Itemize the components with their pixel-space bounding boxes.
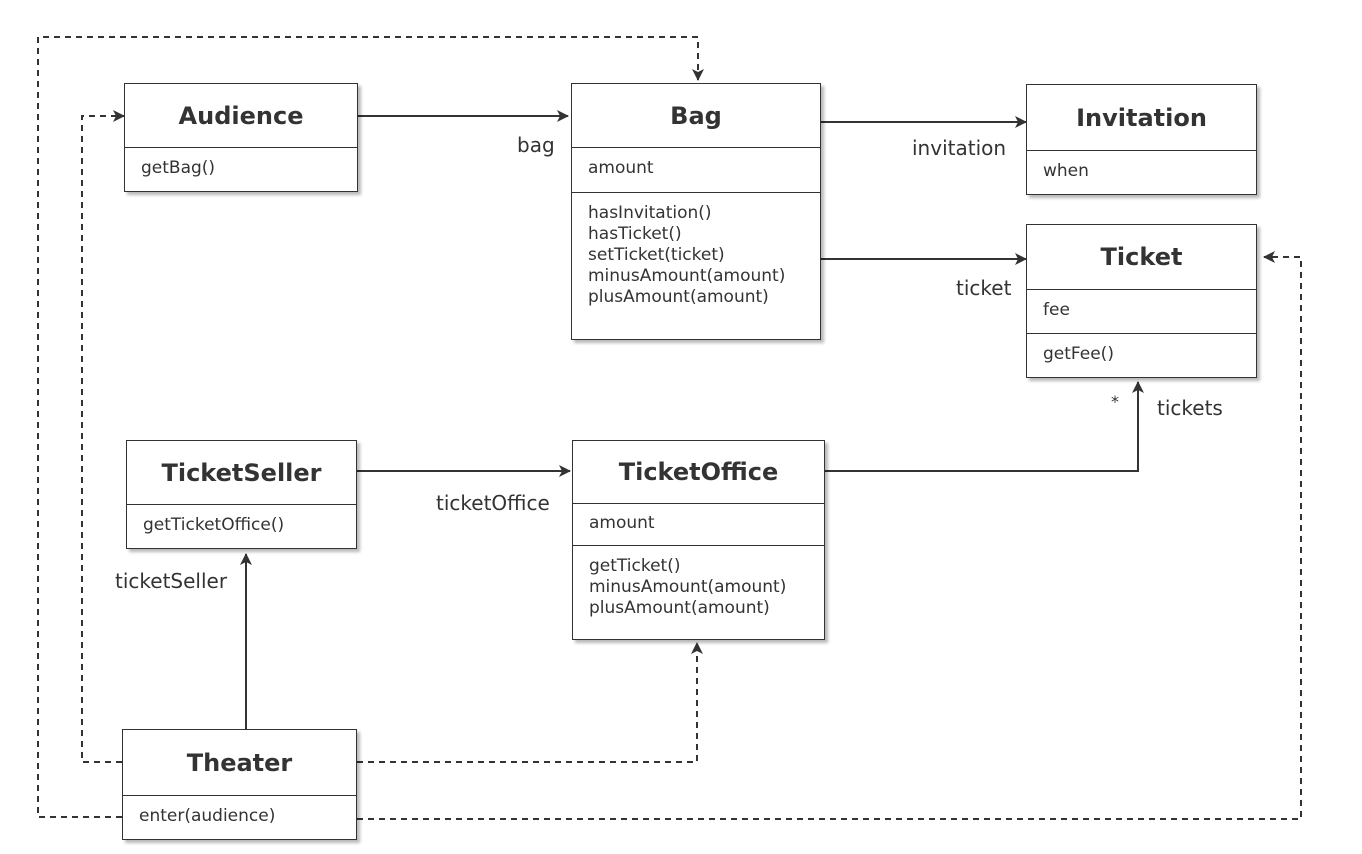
class-ticketseller-name: TicketSeller [127, 441, 356, 505]
class-audience: Audience getBag() [124, 83, 358, 192]
attribute-fee: fee [1043, 300, 1070, 320]
method-minusamount: minusAmount(amount) [589, 577, 787, 597]
class-bag-name: Bag [572, 84, 820, 148]
class-ticketseller: TicketSeller getTicketOffice() [126, 440, 357, 549]
class-ticketoffice-name: TicketOffice [573, 441, 824, 504]
dep-theater-bag [37, 36, 704, 818]
class-ticket-methods: getFee() [1027, 334, 1256, 377]
class-ticketoffice-methods: getTicket() minusAmount(amount) plusAmou… [573, 546, 824, 625]
class-ticket-attributes: fee [1027, 290, 1256, 334]
class-ticketseller-methods: getTicketOffice() [127, 505, 356, 550]
class-invitation: Invitation when [1026, 84, 1257, 195]
class-bag: Bag amount hasInvitation() hasTicket() s… [571, 83, 821, 340]
dep-theater-audience [81, 110, 125, 763]
attribute-when: when [1043, 161, 1089, 181]
dep-theater-ticket [357, 251, 1302, 820]
role-label-invitation: invitation [912, 136, 1007, 160]
method-getfee: getFee() [1043, 344, 1114, 364]
role-label-tickets: tickets [1157, 396, 1223, 420]
role-label-bag: bag [517, 133, 555, 157]
class-invitation-attributes: when [1027, 151, 1256, 196]
method-plusamount: plusAmount(amount) [588, 287, 769, 307]
method-getbag: getBag() [141, 158, 216, 178]
assoc-ticketoffice-ticket [825, 381, 1144, 472]
class-theater-name: Theater [123, 730, 356, 796]
class-ticketoffice-attributes: amount [573, 504, 824, 546]
class-ticket-name: Ticket [1027, 225, 1256, 290]
role-label-ticketseller: ticketSeller [115, 569, 228, 593]
method-plusamount: plusAmount(amount) [589, 598, 770, 618]
class-audience-methods: getBag() [125, 148, 357, 193]
class-invitation-name: Invitation [1027, 85, 1256, 151]
class-ticket: Ticket fee getFee() [1026, 224, 1257, 378]
class-theater-methods: enter(audience) [123, 796, 356, 841]
method-getticketoffice: getTicketOffice() [143, 515, 285, 535]
class-bag-attributes: amount [572, 148, 820, 193]
class-ticketoffice: TicketOffice amount getTicket() minusAmo… [572, 440, 825, 640]
attribute-amount: amount [589, 513, 655, 533]
class-theater: Theater enter(audience) [122, 729, 357, 840]
role-label-ticket: ticket [956, 276, 1012, 300]
class-audience-name: Audience [125, 84, 357, 148]
class-bag-methods: hasInvitation() hasTicket() setTicket(ti… [572, 193, 820, 314]
method-setticket: setTicket(ticket) [588, 245, 725, 265]
role-label-ticketoffice: ticketOffice [436, 491, 550, 515]
multiplicity-label-tickets: * [1111, 392, 1119, 411]
method-hasticket: hasTicket() [588, 224, 682, 244]
method-minusamount: minusAmount(amount) [588, 266, 786, 286]
method-enter: enter(audience) [139, 806, 276, 826]
method-hasinvitation: hasInvitation() [588, 203, 712, 223]
method-getticket: getTicket() [589, 556, 681, 576]
dep-theater-ticketoffice [357, 642, 703, 763]
attribute-amount: amount [588, 158, 654, 178]
